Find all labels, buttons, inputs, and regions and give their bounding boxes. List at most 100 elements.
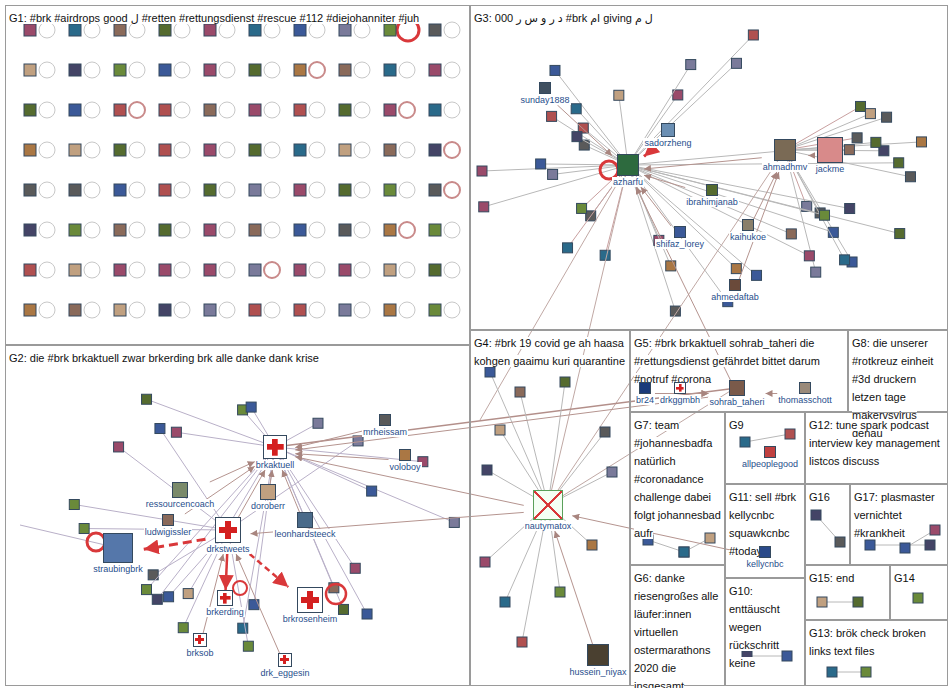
self-loop — [264, 102, 280, 118]
vertex-icon — [533, 490, 563, 520]
vertex-icon — [882, 112, 892, 122]
vertex-node: hussein_niyax — [568, 644, 627, 677]
edge-connector — [557, 105, 612, 156]
vertex-node: ludwigissler — [144, 514, 193, 537]
vertex-icon — [114, 24, 126, 36]
vertex-icon — [362, 609, 372, 619]
self-loop — [309, 182, 325, 198]
vertex-icon — [639, 382, 651, 394]
self-loop — [39, 142, 55, 158]
self-loop — [309, 22, 325, 38]
group-box: G13: brök check broken links text files — [805, 620, 948, 686]
self-loop — [219, 182, 235, 198]
vertex-icon — [69, 144, 81, 156]
vertex-icon — [820, 210, 830, 220]
self-loop — [444, 142, 460, 158]
vertex-icon — [861, 667, 871, 677]
vertex-icon — [159, 104, 171, 116]
network-line — [628, 165, 736, 269]
vertex-icon — [260, 484, 276, 500]
vertex-icon — [429, 64, 441, 76]
vertex-label: voloboy — [388, 462, 421, 472]
vertex-label: ibrahimjanab — [685, 197, 739, 207]
vertex-label: brkerding — [205, 607, 245, 617]
vertex-icon — [294, 64, 306, 76]
self-loop — [444, 182, 460, 198]
vertex-icon — [297, 587, 323, 613]
self-loop — [264, 62, 280, 78]
group-heading: G5: #brk brkaktuell sohrab_taheri die #r… — [634, 337, 820, 385]
vertex-node: kellycnbc — [745, 546, 784, 569]
self-loop — [326, 584, 346, 604]
vertex-icon — [729, 380, 745, 396]
self-loop — [39, 102, 55, 118]
vertex-icon — [782, 651, 792, 661]
vertex-icon — [339, 304, 351, 316]
vertex-icon — [249, 104, 261, 116]
vertex-node: jackme — [815, 137, 846, 174]
self-loop — [84, 302, 100, 318]
vertex-icon — [429, 304, 441, 316]
self-loop — [84, 182, 100, 198]
vertex-icon — [399, 449, 411, 461]
vertex-icon — [367, 486, 377, 496]
vertex-icon — [79, 524, 89, 534]
vertex-icon — [178, 623, 188, 633]
network-line — [520, 392, 548, 505]
vertex-label: brkaktuell — [255, 460, 296, 470]
vertex-label: azharfu — [612, 177, 644, 187]
vertex-node: drk_eggesin — [259, 653, 310, 678]
edge-connector — [766, 393, 778, 394]
self-loop — [174, 262, 190, 278]
vertex-icon — [799, 382, 811, 394]
group-heading: G2: die #brk brkaktuell zwar brkerding b… — [9, 352, 319, 364]
vertex-icon — [384, 224, 396, 236]
vertex-node: brkrosenheim — [282, 587, 339, 624]
vertex-icon — [571, 104, 581, 114]
vertex-icon — [249, 224, 261, 236]
vertex-icon — [429, 184, 441, 196]
vertex-icon — [587, 644, 609, 666]
vertex-icon — [155, 424, 165, 434]
vertex-icon — [865, 540, 875, 550]
group-heading: G10: enttäuscht wegen rückschritt keine — [729, 585, 780, 669]
vertex-node: nautymatox — [524, 490, 573, 531]
self-loop — [84, 222, 100, 238]
network-line — [147, 399, 275, 447]
vertex-label: ressourcencoach — [145, 499, 216, 509]
vertex-icon — [114, 184, 126, 196]
vertex-icon — [114, 104, 126, 116]
self-loop — [309, 102, 325, 118]
self-loop — [444, 102, 460, 118]
vertex-icon — [384, 24, 396, 36]
edge-connector — [644, 148, 654, 156]
network-line — [628, 63, 736, 165]
vertex-icon — [249, 24, 261, 36]
edge-connector — [295, 431, 362, 447]
edge-connector — [754, 172, 777, 219]
vertex-node: brksob — [185, 633, 214, 658]
group-heading: G15: end — [809, 572, 854, 584]
vertex-label: thomasschott — [777, 395, 833, 405]
vertex-icon — [246, 402, 256, 412]
network-line — [628, 65, 691, 165]
edge-connector — [555, 531, 593, 644]
self-loop — [309, 62, 325, 78]
vertex-label: doroberr — [250, 501, 286, 511]
group-box: G14 — [890, 565, 948, 620]
vertex-icon — [480, 557, 490, 567]
vertex-icon — [811, 510, 821, 520]
vertex-node: shifaz_lorey — [655, 226, 705, 249]
vertex-icon — [429, 144, 441, 156]
vertex-node: thomasschott — [777, 382, 833, 405]
vertex-icon — [142, 394, 152, 404]
vertex-icon — [204, 144, 216, 156]
edge-connector — [572, 516, 745, 554]
vertex-icon — [350, 563, 360, 573]
edge-connector — [644, 175, 685, 187]
self-loop — [444, 302, 460, 318]
self-loop — [219, 142, 235, 158]
self-loop — [264, 262, 280, 278]
vertex-icon — [827, 667, 837, 677]
